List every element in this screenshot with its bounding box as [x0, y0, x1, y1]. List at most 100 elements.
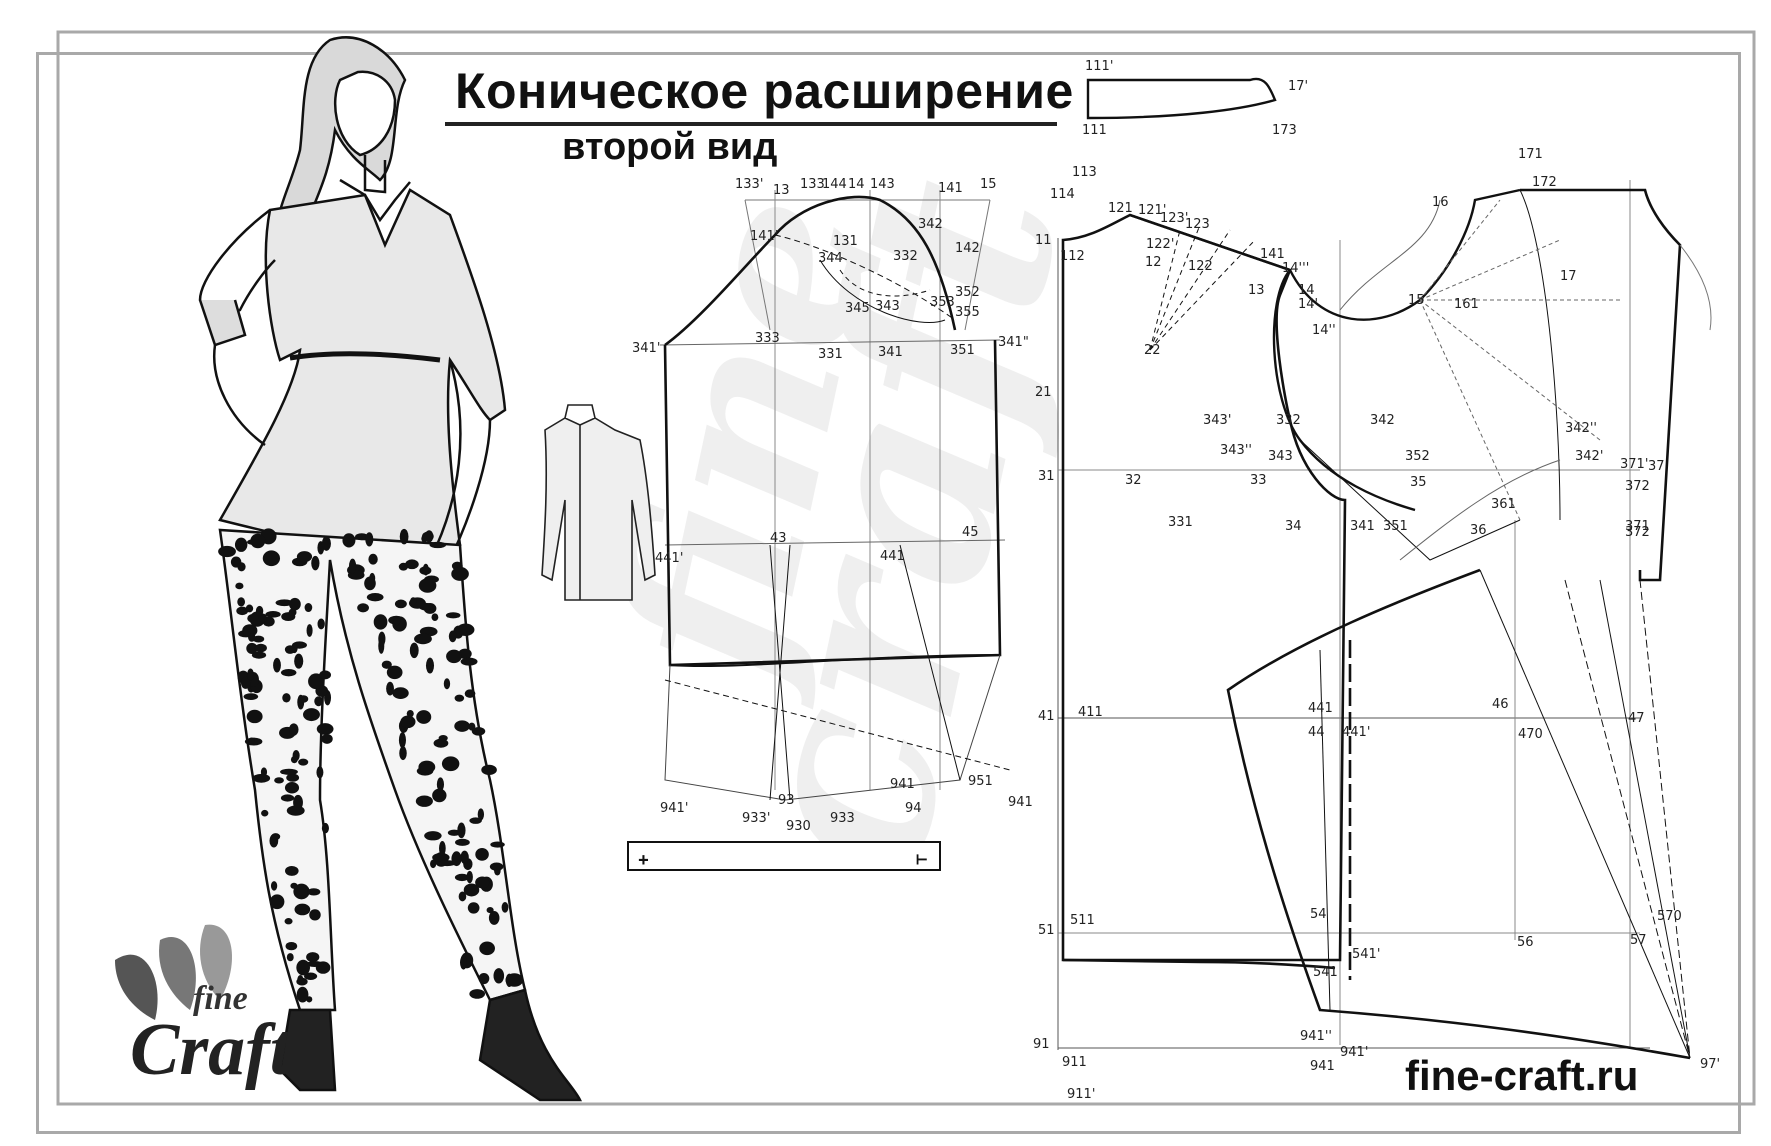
- legging-spot: [475, 848, 489, 861]
- body-point-label: 441': [1342, 725, 1370, 740]
- body-point-label: 51: [1038, 923, 1055, 938]
- legging-spot: [422, 563, 429, 576]
- sleeve-point-label: 93: [778, 793, 795, 808]
- legging-spot: [463, 883, 480, 897]
- legging-spot: [366, 592, 384, 602]
- sleeve-point-label: 441': [655, 551, 683, 566]
- legging-spot: [399, 746, 407, 761]
- legging-spot: [306, 624, 313, 637]
- legging-spot: [245, 604, 254, 613]
- body-point-label: 12: [1145, 255, 1162, 270]
- body-point-label: 56: [1517, 935, 1534, 950]
- body-point-label: 171: [1518, 147, 1543, 162]
- body-point-label: 91: [1033, 1037, 1050, 1052]
- yoke-point-label: 173: [1272, 123, 1297, 138]
- legging-spot: [378, 631, 386, 647]
- legging-spot: [420, 764, 434, 774]
- legging-spot: [490, 841, 505, 848]
- logo-word-fine: fine: [193, 980, 248, 1017]
- legging-spot: [405, 559, 419, 570]
- legging-spot: [398, 732, 406, 749]
- legging-spot: [451, 566, 469, 581]
- body-point-label: 31: [1038, 469, 1055, 484]
- legging-spot: [306, 952, 320, 963]
- legging-spot: [240, 676, 251, 689]
- sleeve-point-label: 351: [950, 343, 975, 358]
- body-point-label: 570: [1657, 909, 1682, 924]
- frame-line: [56, 30, 1756, 1106]
- legging-spot: [416, 710, 432, 724]
- legging-spot: [296, 986, 309, 1003]
- body-point-label: 342: [1370, 413, 1395, 428]
- body-point-label: 342': [1575, 449, 1603, 464]
- legging-spot: [304, 603, 313, 613]
- body-point-label: 372: [1625, 525, 1650, 540]
- legging-spot: [285, 941, 298, 951]
- legging-spot: [456, 623, 475, 636]
- legging-spot: [234, 537, 248, 552]
- legging-spot: [284, 918, 293, 925]
- legging-spot: [236, 606, 249, 616]
- legging-spot: [365, 532, 374, 547]
- legging-spot: [252, 635, 265, 643]
- sleeve-point-label: 144: [822, 177, 847, 192]
- legging-spot: [296, 551, 313, 563]
- legging-spot: [290, 755, 298, 764]
- legging-spot: [467, 902, 480, 914]
- legging-spot: [479, 941, 495, 956]
- legging-spot: [454, 720, 470, 732]
- legging-spot: [247, 668, 254, 681]
- sleeve-point-label: 341": [998, 335, 1029, 350]
- sleeve-point-label: 353: [930, 295, 955, 310]
- legging-spot: [248, 737, 255, 744]
- legging-spot: [481, 764, 497, 775]
- body-point-label: 14': [1298, 297, 1318, 312]
- legging-spot: [409, 642, 419, 659]
- legging-spot: [280, 768, 298, 775]
- legging-spot: [269, 894, 285, 910]
- yoke-point-label: 111: [1082, 123, 1107, 138]
- body-point-label: 54: [1310, 907, 1327, 922]
- sleeve-point-label: 933': [742, 811, 770, 826]
- body-point-label: 911: [1062, 1055, 1087, 1070]
- legging-spot: [441, 756, 460, 772]
- legging-spot: [218, 545, 236, 558]
- legging-spot: [275, 599, 294, 607]
- sleeve-point-label: 941': [660, 801, 688, 816]
- legging-spot: [294, 903, 311, 916]
- body-point-label: 371': [1620, 457, 1648, 472]
- body-point-label: 21: [1035, 385, 1052, 400]
- legging-spot: [296, 977, 308, 986]
- sleeve-point-label: 94: [905, 801, 922, 816]
- legging-spot: [458, 891, 467, 902]
- legging-spot: [230, 556, 242, 568]
- sleeve-point-label: 355: [955, 305, 980, 320]
- sleeve-point-label: 344: [818, 251, 843, 266]
- legging-spot: [298, 695, 309, 703]
- legging-spot: [443, 678, 451, 690]
- legging-spot: [273, 657, 281, 673]
- legging-spot: [254, 643, 267, 653]
- sleeve-point-label: 341: [878, 345, 903, 360]
- legging-spot: [305, 960, 324, 967]
- yoke-point-label: 111': [1085, 59, 1113, 74]
- legging-spot: [342, 533, 356, 548]
- shirt-front-sketch: [541, 404, 656, 601]
- legging-spot: [285, 865, 299, 876]
- sleeve-point-label: 133': [735, 177, 763, 192]
- body-point-label: 371: [1625, 519, 1650, 534]
- legging-spot: [246, 709, 263, 724]
- body-point-label: 343': [1203, 413, 1231, 428]
- legging-spot: [298, 758, 309, 766]
- legging-spot: [505, 973, 524, 987]
- legging-spot: [316, 723, 334, 735]
- page-title: Коническое расширение: [455, 63, 1074, 119]
- legging-spot: [469, 989, 486, 999]
- sleeve-point-label: 45: [962, 525, 979, 540]
- legging-spot: [251, 651, 267, 659]
- legging-spot: [460, 657, 478, 666]
- legging-spot: [454, 694, 465, 702]
- legging-spot: [280, 794, 295, 802]
- site-url[interactable]: fine-craft.ru: [1405, 1052, 1639, 1099]
- body-point-label: 41: [1038, 709, 1055, 724]
